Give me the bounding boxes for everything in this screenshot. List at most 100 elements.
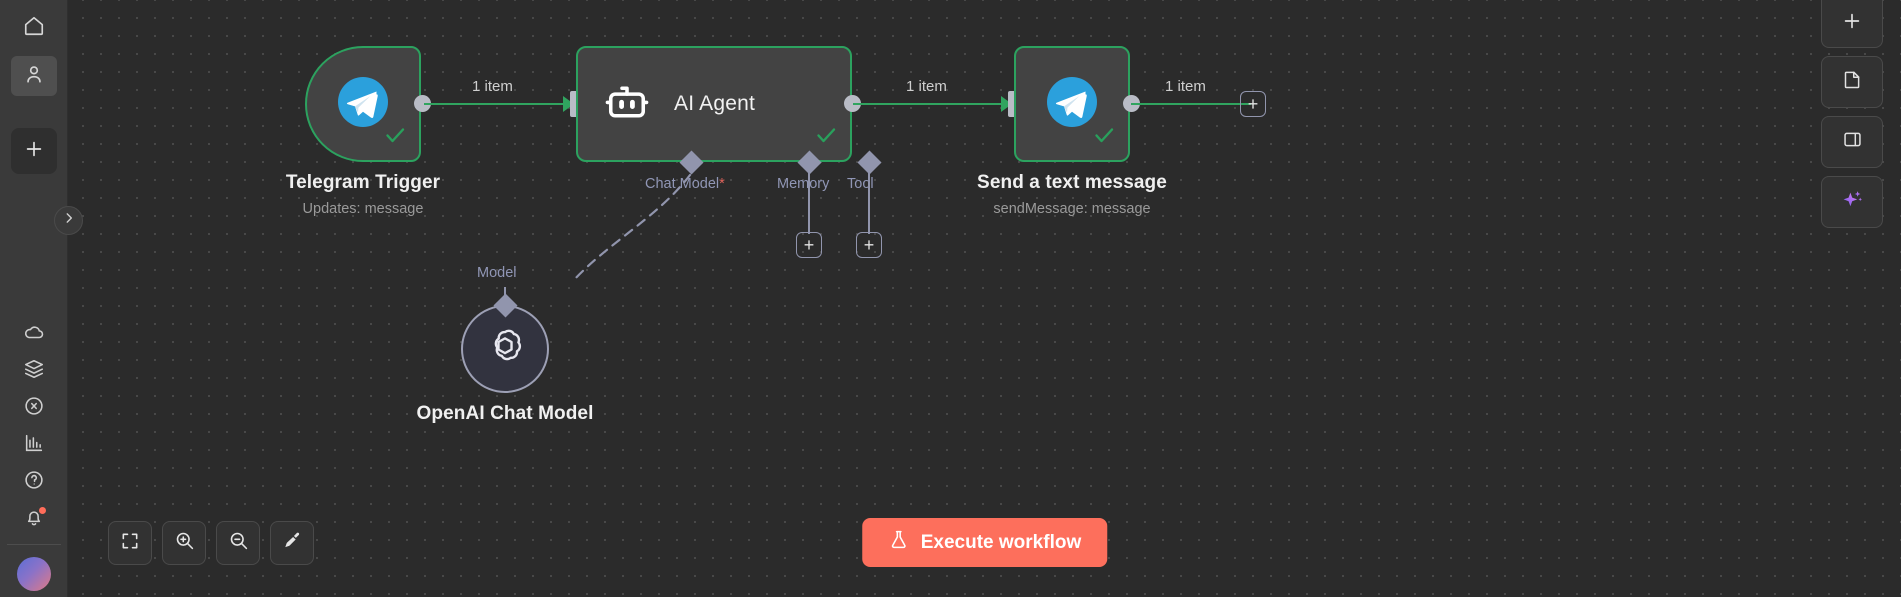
node-body[interactable] [1014, 46, 1130, 162]
sidebar-item-notifications[interactable] [11, 501, 57, 538]
edge-label: 1 item [1165, 78, 1206, 95]
workflow-canvas[interactable]: Telegram Trigger Updates: message 1 item [68, 0, 1901, 597]
package-icon [23, 358, 45, 385]
node-body[interactable] [305, 46, 421, 162]
sidebar-item-variables[interactable] [11, 390, 57, 427]
fit-view-icon [120, 531, 140, 556]
zoom-out-button[interactable] [216, 521, 260, 565]
input-port[interactable] [1008, 91, 1019, 117]
ai-assistant-button[interactable] [1821, 176, 1883, 228]
sidebar-item-templates[interactable] [11, 353, 57, 390]
port-memory-label: Memory [777, 176, 830, 192]
node-body[interactable] [461, 305, 549, 393]
telegram-icon [335, 74, 391, 135]
sidebar-divider [6, 544, 61, 545]
home-icon [23, 15, 45, 42]
node-subtitle: Updates: message [302, 201, 424, 217]
node-body[interactable]: AI Agent [576, 46, 852, 162]
edge-trigger-to-agent[interactable] [424, 103, 564, 105]
canvas-zoom-controls [108, 521, 314, 565]
add-node-button[interactable] [1821, 0, 1883, 48]
add-tool-button[interactable]: + [856, 232, 882, 258]
plus-icon [1841, 10, 1863, 37]
node-ai-agent[interactable]: AI Agent Chat Model* Memory Tool [570, 46, 882, 192]
notification-badge [38, 507, 46, 514]
telegram-icon [1044, 74, 1100, 135]
add-memory-button[interactable]: + [796, 232, 822, 258]
edge-label: 1 item [472, 78, 513, 95]
execute-workflow-button[interactable]: Execute workflow [861, 518, 1108, 567]
node-telegram-trigger[interactable]: Telegram Trigger Updates: message [286, 46, 440, 217]
add-sticky-note-button[interactable] [1821, 56, 1883, 108]
tidy-up-button[interactable] [270, 521, 314, 565]
input-port[interactable] [570, 91, 581, 117]
sidebar-collapse-button[interactable] [54, 206, 83, 235]
edge-arrow [563, 96, 574, 112]
robot-icon [602, 77, 652, 132]
sidebar-item-personal[interactable] [10, 56, 57, 96]
variable-icon [23, 395, 45, 422]
node-title: AI Agent [674, 92, 755, 115]
edge-agent-to-send[interactable] [853, 103, 1003, 105]
cloud-icon [23, 321, 45, 348]
help-icon [23, 469, 45, 496]
panel-icon [1842, 129, 1863, 155]
sidebar-item-insights[interactable] [11, 427, 57, 464]
node-openai-chat-model[interactable]: Model OpenAI Chat Model [417, 265, 594, 424]
node-status-success-icon [383, 123, 407, 152]
sidebar-item-cloud[interactable] [11, 316, 57, 353]
required-asterisk: * [719, 176, 725, 192]
sticky-note-icon [1842, 69, 1863, 95]
left-sidebar [0, 0, 83, 597]
port-tool-stem [865, 164, 874, 173]
node-title: Send a text message [977, 172, 1167, 193]
node-send-text-message[interactable]: Send a text message sendMessage: message [977, 46, 1167, 217]
sidebar-lower-group [6, 316, 61, 597]
edge-arrow [1001, 96, 1012, 112]
edge-send-to-add[interactable] [1131, 103, 1251, 105]
node-label: OpenAI Chat Model [417, 403, 594, 425]
output-port[interactable] [844, 95, 861, 112]
port-model-label: Model [477, 265, 517, 281]
openai-icon [482, 324, 528, 375]
bar-chart-icon [23, 432, 45, 459]
sparkle-icon [1840, 188, 1864, 217]
node-title: OpenAI Chat Model [416, 403, 594, 424]
bell-icon [23, 506, 45, 533]
node-title: Telegram Trigger [285, 172, 441, 193]
create-workflow-button[interactable] [10, 128, 57, 174]
execute-workflow-label: Execute workflow [920, 531, 1082, 553]
sidebar-item-home[interactable] [11, 8, 57, 48]
tidy-up-icon [281, 530, 303, 557]
plus-icon [23, 138, 45, 165]
output-port[interactable] [414, 95, 431, 112]
port-label-text: Chat Model [645, 176, 720, 192]
node-subtitle: sendMessage: message [993, 201, 1151, 217]
zoom-out-icon [228, 530, 249, 556]
plus-icon: + [803, 235, 815, 255]
node-label: Send a text message sendMessage: message [977, 172, 1167, 217]
node-status-success-icon [1092, 123, 1116, 152]
port-chat-model-stem [687, 164, 696, 173]
user-avatar[interactable] [16, 557, 51, 591]
add-next-node-button[interactable]: + [1240, 91, 1266, 117]
edge-tool-stub [868, 172, 870, 234]
edge-label: 1 item [906, 78, 947, 95]
chevron-right-icon [62, 211, 76, 230]
plus-icon: + [1247, 94, 1259, 114]
flask-icon [888, 529, 909, 556]
sidebar-item-help[interactable] [11, 464, 57, 501]
zoom-in-button[interactable] [162, 521, 206, 565]
person-icon [23, 63, 45, 90]
node-label: Telegram Trigger Updates: message [286, 172, 440, 217]
zoom-to-fit-button[interactable] [108, 521, 152, 565]
right-toolbar [1821, 0, 1883, 228]
port-chat-model-label: Chat Model* [645, 176, 725, 192]
plus-icon: + [863, 235, 875, 255]
edge-memory-stub [808, 172, 810, 234]
toggle-panel-button[interactable] [1821, 116, 1883, 168]
edge-chatmodel-to-openai[interactable] [498, 165, 718, 310]
node-status-success-icon [814, 123, 838, 152]
port-tool-label: Tool [847, 176, 874, 192]
